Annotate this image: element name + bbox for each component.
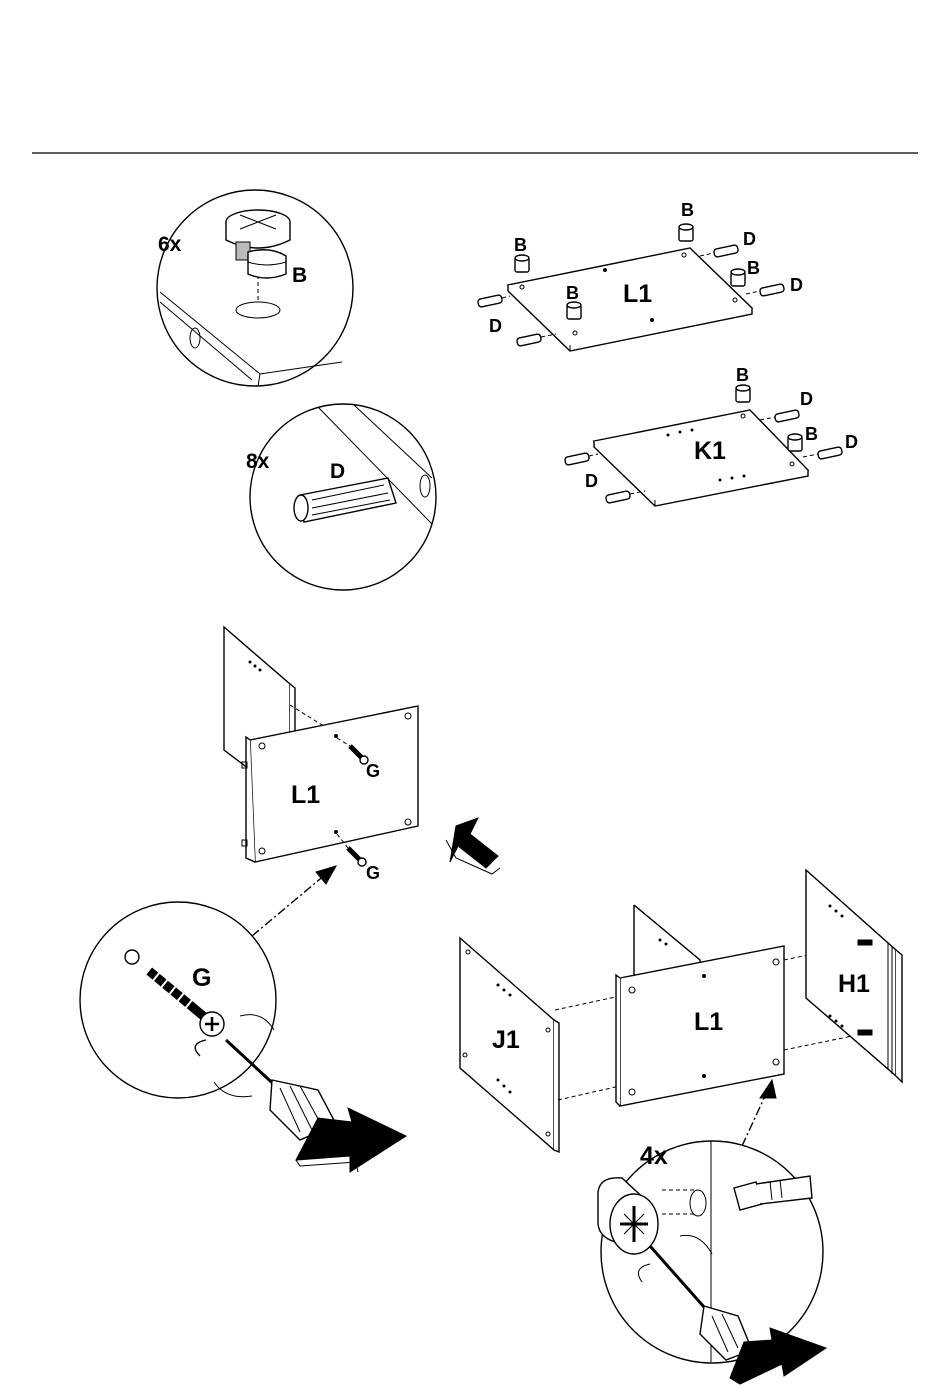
cam-label: B xyxy=(514,235,527,255)
cam-label: B xyxy=(805,424,818,444)
next-step-arrow-icon xyxy=(446,818,500,874)
dowel-qty-label: 8x xyxy=(246,450,270,473)
dowel-label: D xyxy=(845,432,858,452)
carcass-assembly: J1 L1 H1 xyxy=(460,870,902,1152)
dowel-label: D xyxy=(585,471,598,491)
cam-label: B xyxy=(747,258,760,278)
cam-tighten-detail: 4x xyxy=(598,1141,823,1363)
panel-l1-top: L1 B B B B D D D xyxy=(477,200,803,351)
panel-k1-top: K1 B B D D D xyxy=(564,365,858,506)
panel-label: L1 xyxy=(291,781,320,809)
screw-label: G xyxy=(366,761,380,781)
dowel-label: D xyxy=(743,229,756,249)
dowel-detail: 8x D xyxy=(246,404,436,590)
dowel-label: D xyxy=(790,275,803,295)
cam-part-label: B xyxy=(292,264,307,287)
cam-qty-label: 4x xyxy=(640,1142,668,1170)
screw-label: G xyxy=(366,863,380,883)
panel-label: L1 xyxy=(694,1008,723,1036)
panel-j1: J1 xyxy=(460,938,559,1152)
cam-label: B xyxy=(681,200,694,220)
dowel-part-label: D xyxy=(330,460,345,483)
panel-label: K1 xyxy=(694,437,726,465)
panel-l1-side-assembly: L1 G G xyxy=(224,627,418,883)
dowel-label: D xyxy=(489,316,502,336)
panel-label: H1 xyxy=(838,970,870,998)
dowel-label: D xyxy=(800,389,813,409)
screw-detail: G xyxy=(80,902,336,1140)
cam-lock-detail: 6x B xyxy=(157,190,353,386)
panel-label: L1 xyxy=(623,280,652,308)
cam-label: B xyxy=(736,365,749,385)
panel-label: J1 xyxy=(492,1026,520,1054)
cam-qty-label: 6x xyxy=(158,233,182,256)
panel-l1: L1 xyxy=(616,946,784,1106)
cam-label: B xyxy=(566,283,579,303)
screw-label: G xyxy=(192,964,211,992)
panel-h1: H1 xyxy=(806,870,902,1082)
